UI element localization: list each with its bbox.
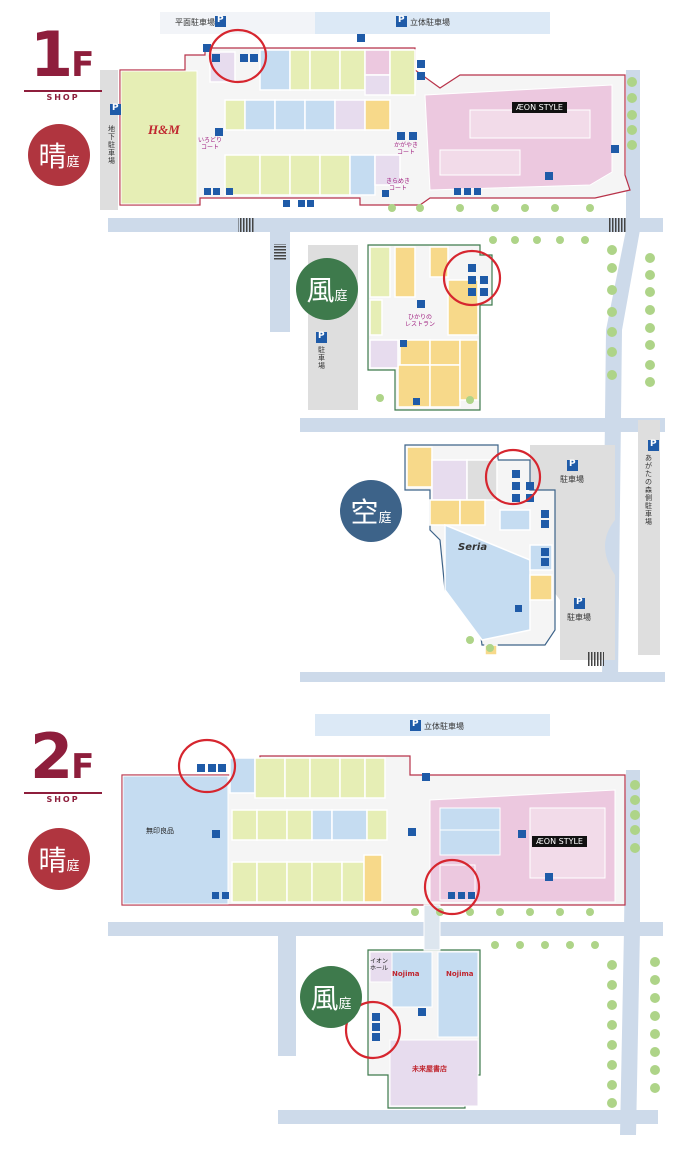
p-glyph-underground: P [112, 103, 119, 113]
p-glyph-sora-south: P [576, 597, 583, 607]
trees-2f [411, 780, 660, 1108]
multi-parking-area-2f [315, 714, 550, 736]
road-1f-main [108, 218, 663, 232]
agata-parking-lot [638, 420, 660, 655]
road-2f-bottom [278, 1110, 658, 1124]
store-hm-block[interactable] [120, 70, 198, 205]
zone-hare-2f-big: 晴 [38, 844, 67, 877]
parking-p-signs [110, 16, 659, 731]
store-bookstore-block[interactable] [389, 1039, 479, 1107]
trees-1f [376, 77, 655, 652]
zone-badge-kaze-2f: 風庭 [300, 966, 362, 1028]
zone-kaze-1f-small: 庭 [334, 288, 348, 304]
p-glyph-agata: P [650, 439, 657, 449]
zone-badge-sora-1f: 空庭 [340, 480, 402, 542]
flat-parking-area-1f [160, 12, 315, 34]
zone-kaze-2f-small: 庭 [338, 996, 352, 1012]
hikari-restaurant-label: ひかりのレストラン [405, 314, 436, 328]
zone-kaze-1f-big: 風 [306, 274, 335, 307]
store-seria-label[interactable]: Seria [458, 542, 488, 553]
zone-sora-1f-big: 空 [350, 496, 379, 529]
floor-2f-shop-label: SHOP [24, 792, 102, 804]
floor-2f-letter: F [71, 747, 94, 787]
multi-parking-area-1f [315, 12, 550, 34]
road-1f-bottom [300, 672, 665, 682]
floor-1f-num: 1 [30, 18, 73, 91]
multi-parking-label-2f: 立体駐車場 [424, 722, 464, 731]
floor-1f-shop-label: SHOP [24, 90, 102, 102]
store-aeon-style-2f-label[interactable]: ÆON STYLE [532, 836, 587, 847]
underground-parking-label: 地下駐車場 [108, 125, 115, 165]
road-1f-middle [300, 418, 665, 432]
p-glyph-sora: P [569, 459, 576, 469]
store-muji-label[interactable]: 無印良品 [146, 827, 174, 835]
p-glyph-kaze: P [318, 331, 325, 341]
kirameki-court-label: きらめきコート [386, 178, 411, 192]
p-glyph-multi-1f: P [398, 15, 405, 25]
agata-parking-label: あがたの森側駐車場 [645, 454, 652, 526]
kaze-parking-label: 駐車場 [318, 346, 325, 370]
store-aeon-style-1f-label[interactable]: ÆON STYLE [512, 102, 567, 113]
road-2f-left [278, 936, 296, 1056]
road-2f-main [108, 922, 663, 936]
zone-badge-hare-1f: 晴庭 [28, 124, 90, 186]
kagayaki-court-label: かがやきコート [394, 142, 419, 156]
hare-1f-bottom-stores [224, 154, 401, 196]
zone-sora-1f-small: 庭 [378, 510, 392, 526]
store-bookstore-label[interactable]: 未来屋書店 [412, 1065, 447, 1073]
zone-hare-1f-small: 庭 [66, 154, 80, 170]
sora-parking-south-label: 駐車場 [567, 613, 591, 622]
hare-1f-middle-stores [224, 99, 391, 131]
store-nojima-right-block[interactable] [437, 951, 479, 1038]
store-nojima-left-block[interactable] [391, 951, 433, 1008]
aeon-hall-label[interactable]: イオンホール [370, 958, 389, 972]
facility-icons[interactable] [197, 34, 619, 1041]
store-hm-label[interactable]: H&M [148, 122, 180, 137]
irodori-court-label: いろどりコート [198, 137, 223, 151]
store-nojima-right-label[interactable]: Nojima [446, 970, 474, 978]
zone-kaze-2f-big: 風 [310, 982, 339, 1015]
floor-2f-num: 2 [30, 720, 73, 793]
p-glyph-flat: P [217, 15, 224, 25]
store-nojima-left-label[interactable]: Nojima [392, 970, 420, 978]
store-muji-block[interactable] [122, 775, 229, 905]
flat-parking-label: 平面駐車場 [175, 18, 215, 27]
p-glyph-multi-2f: P [412, 719, 419, 729]
hare-2f-middle-stores [231, 809, 388, 841]
crosswalks-1f [238, 218, 626, 666]
zone-hare-1f-big: 晴 [38, 140, 67, 173]
multi-parking-label-1f: 立体駐車場 [410, 18, 450, 27]
zone-hare-2f-small: 庭 [66, 858, 80, 874]
hare-2f-top-stores [229, 757, 386, 799]
zone-badge-kaze-1f: 風庭 [296, 258, 358, 320]
hare-1f-top-stores [209, 49, 416, 96]
zone-badge-hare-2f: 晴庭 [28, 828, 90, 890]
floor-1f-letter: F [71, 45, 94, 85]
hare-2f-bottom-stores [231, 854, 383, 903]
sora-parking-label: 駐車場 [560, 475, 584, 484]
kaze-1f-stores [369, 246, 479, 408]
road-1f-right [602, 70, 640, 680]
highlight-circles [177, 28, 542, 1060]
sora-1f-stores [406, 446, 553, 656]
